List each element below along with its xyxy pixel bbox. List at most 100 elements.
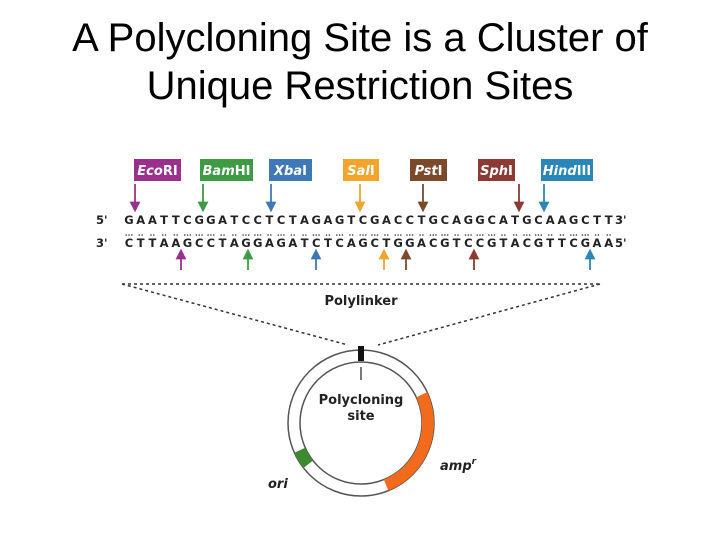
bond-dot bbox=[572, 234, 575, 236]
bond-dot bbox=[540, 234, 543, 236]
top-base: C bbox=[394, 213, 402, 227]
bottom-base: G bbox=[534, 236, 543, 250]
bond-dot bbox=[290, 234, 293, 236]
bond-dot bbox=[173, 234, 176, 236]
bottom-base: C bbox=[195, 236, 203, 250]
bottom-base: C bbox=[476, 236, 484, 250]
bond-dot bbox=[464, 234, 467, 236]
bond-dot bbox=[476, 234, 479, 236]
bottom-base: C bbox=[569, 236, 577, 250]
bottom-base: A bbox=[604, 236, 613, 250]
bond-dot bbox=[575, 234, 578, 236]
bond-dot bbox=[259, 234, 262, 236]
bond-dot bbox=[161, 234, 164, 236]
bottom-base: C bbox=[312, 236, 320, 250]
bond-dot bbox=[325, 234, 328, 236]
bond-dot bbox=[422, 234, 424, 236]
bond-dot bbox=[504, 234, 506, 236]
bond-dot bbox=[490, 234, 493, 236]
bond-dot bbox=[302, 234, 304, 236]
polycloning-site-label-2: site bbox=[347, 409, 374, 424]
bond-dot bbox=[488, 234, 490, 236]
enzyme-name: PstI bbox=[415, 164, 443, 179]
bond-dot bbox=[223, 234, 225, 236]
bottom-base: G bbox=[276, 236, 285, 250]
bond-dot bbox=[581, 234, 584, 236]
bottom-base: C bbox=[370, 236, 378, 250]
top-base: A bbox=[218, 213, 227, 227]
bond-dot bbox=[411, 234, 414, 236]
bond-dot bbox=[195, 234, 198, 236]
top-base: G bbox=[475, 213, 484, 227]
top-base: G bbox=[194, 213, 203, 227]
bond-dot bbox=[349, 234, 351, 236]
top-base: T bbox=[265, 213, 273, 227]
top-base: A bbox=[452, 213, 461, 227]
bond-dot bbox=[277, 234, 280, 236]
bottom-base: C bbox=[207, 236, 215, 250]
top-base: G bbox=[428, 213, 437, 227]
bottom-base: G bbox=[487, 236, 496, 250]
bond-dot bbox=[351, 234, 354, 236]
bottom-base: G bbox=[183, 236, 192, 250]
top-base: A bbox=[546, 213, 555, 227]
bond-dot bbox=[267, 234, 269, 236]
top-base: T bbox=[605, 213, 613, 227]
top-base: A bbox=[499, 213, 508, 227]
bottom-base: T bbox=[148, 236, 156, 250]
bottom-base: A bbox=[417, 236, 426, 250]
enzyme-box bbox=[410, 159, 447, 181]
bond-dot bbox=[501, 234, 503, 236]
top-base: A bbox=[557, 213, 566, 227]
bond-dot bbox=[318, 234, 320, 236]
bond-dot bbox=[470, 234, 472, 236]
bottom-base: T bbox=[301, 236, 309, 250]
top-base: T bbox=[172, 213, 180, 227]
top-base: T bbox=[160, 213, 168, 227]
ori-label: ori bbox=[268, 477, 288, 492]
bond-dot bbox=[534, 234, 537, 236]
top-base: T bbox=[593, 213, 601, 227]
bond-dot bbox=[376, 234, 379, 236]
bond-dot bbox=[406, 234, 408, 236]
bond-dot bbox=[594, 234, 597, 236]
bond-dot bbox=[150, 234, 152, 236]
bond-dot bbox=[400, 234, 402, 236]
bond-dot bbox=[597, 234, 600, 236]
bottom-base: G bbox=[440, 236, 449, 250]
top-base: A bbox=[382, 213, 391, 227]
bond-dot bbox=[512, 234, 515, 236]
bond-dot bbox=[454, 234, 457, 236]
bond-dot bbox=[528, 234, 531, 236]
enzyme-name: SphI bbox=[480, 164, 513, 179]
bond-dot bbox=[432, 234, 435, 236]
bottom-base: G bbox=[253, 236, 262, 250]
top-base: G bbox=[522, 213, 531, 227]
top-base: G bbox=[569, 213, 578, 227]
bottom-base: T bbox=[499, 236, 507, 250]
bond-dot bbox=[141, 234, 143, 236]
bond-dot bbox=[550, 234, 553, 236]
top-base: G bbox=[370, 213, 379, 227]
polylinker-label-bg bbox=[318, 290, 404, 310]
bond-dot bbox=[280, 234, 282, 236]
bottom-base: A bbox=[593, 236, 602, 250]
bond-dot bbox=[537, 234, 540, 236]
bond-dot bbox=[548, 234, 550, 236]
title-line-1: A Polycloning Site is a Cluster of bbox=[72, 16, 648, 60]
bond-dot bbox=[365, 234, 367, 236]
origin-of-replication bbox=[294, 447, 313, 468]
top-base: C bbox=[534, 213, 542, 227]
top-base: T bbox=[347, 213, 355, 227]
bond-dot bbox=[444, 234, 446, 236]
bond-dot bbox=[479, 234, 481, 236]
bond-dot bbox=[128, 234, 130, 236]
top-base: C bbox=[406, 213, 414, 227]
top-base: C bbox=[487, 213, 495, 227]
bottom-strand-3prime: 3' bbox=[96, 236, 108, 250]
bond-dot bbox=[189, 234, 192, 236]
amp-label-superscript: r bbox=[472, 457, 477, 467]
bottom-base: T bbox=[324, 236, 332, 250]
bottom-base: A bbox=[511, 236, 520, 250]
